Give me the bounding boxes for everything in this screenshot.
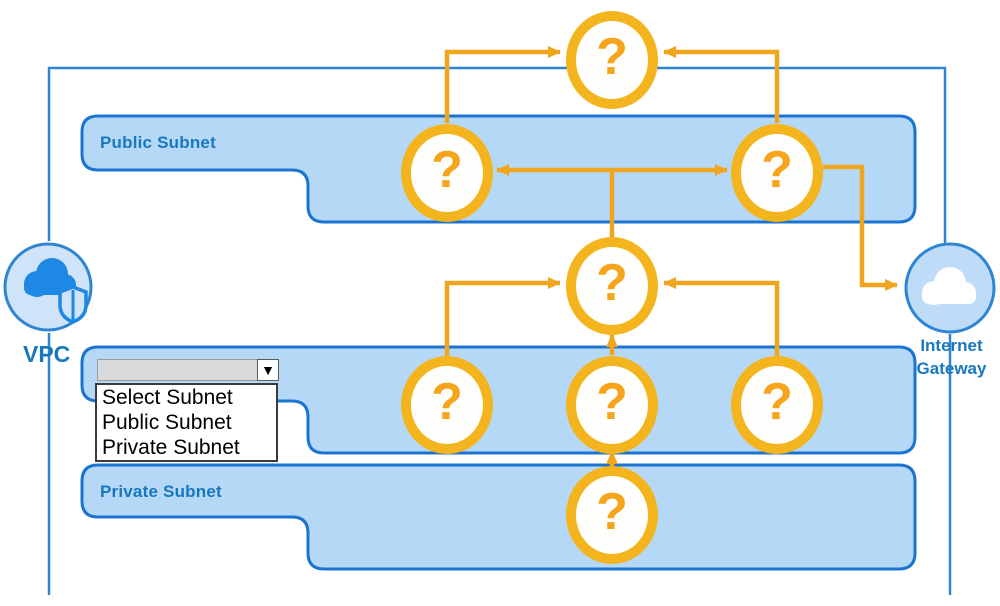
option-private-subnet[interactable]: Private Subnet (102, 436, 240, 459)
question-node-middle[interactable]: ? (566, 237, 658, 335)
subnet-select-arrow-button[interactable]: ▼ (257, 359, 279, 381)
dropdown-arrow-icon: ▼ (261, 362, 275, 378)
question-node-top[interactable]: ? (566, 11, 658, 109)
vpc-boundary-line (47, 66, 952, 595)
question-node-select-center[interactable]: ? (566, 356, 658, 454)
question-node-public-right[interactable]: ? (731, 124, 823, 222)
subnet-select-field[interactable] (97, 359, 258, 381)
question-node-select-left[interactable]: ? (401, 356, 493, 454)
internet-gateway-label: Internet Gateway (903, 334, 1000, 380)
private-subnet-label: Private Subnet (100, 482, 222, 501)
internet-gateway-label-line2: Gateway (916, 359, 987, 378)
public-subnet-label: Public Subnet (100, 133, 216, 152)
option-public-subnet[interactable]: Public Subnet (102, 411, 232, 434)
vpc-label: VPC (23, 341, 71, 367)
option-select-subnet[interactable]: Select Subnet (102, 386, 233, 409)
selectable-subnet-band (80, 345, 917, 455)
question-node-public-left[interactable]: ? (401, 124, 493, 222)
private-subnet-band (80, 463, 917, 571)
vpc-icon (3, 242, 93, 332)
internet-gateway-label-line1: Internet (920, 336, 983, 355)
question-node-select-right[interactable]: ? (731, 356, 823, 454)
connector-arrows (444, 46, 898, 466)
question-node-private[interactable]: ? (566, 466, 658, 564)
subnet-select-options-list: Select Subnet Public Subnet Private Subn… (95, 383, 278, 462)
internet-gateway-icon (904, 242, 996, 334)
